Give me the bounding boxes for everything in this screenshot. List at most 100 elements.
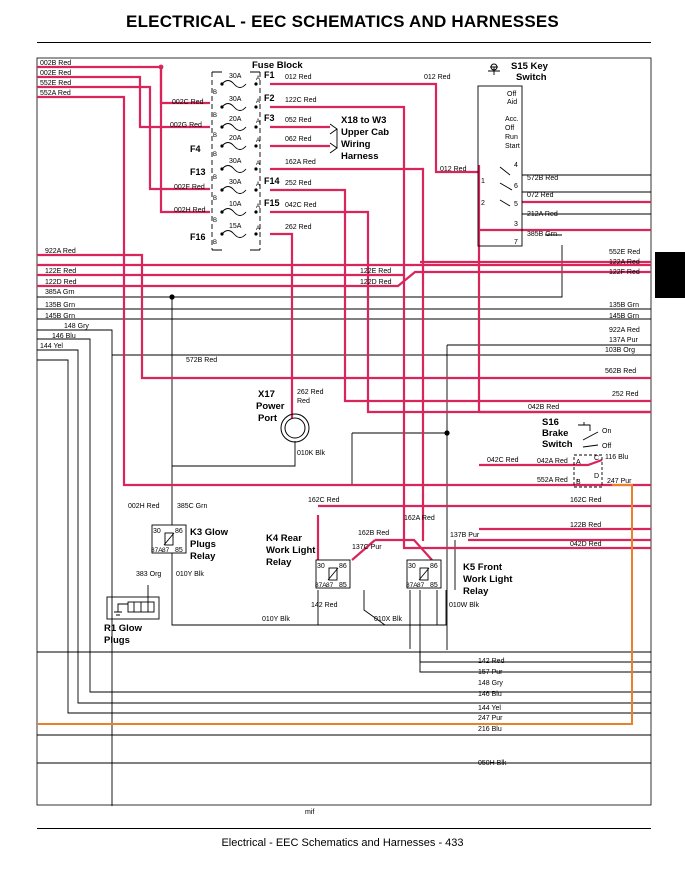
fuse-amp: 30A xyxy=(229,96,242,103)
svg-text:X17: X17 xyxy=(258,389,275,400)
svg-text:30: 30 xyxy=(317,563,325,570)
svg-text:86: 86 xyxy=(175,528,183,535)
s15-off2: Off xyxy=(505,125,514,132)
svg-text:137A Pur: 137A Pur xyxy=(609,337,638,344)
fuse-id: F15 xyxy=(264,198,280,208)
section-tab xyxy=(655,252,685,298)
fuse-amp: 20A xyxy=(229,116,242,123)
svg-text:87A: 87A xyxy=(315,582,327,589)
svg-text:4: 4 xyxy=(514,162,518,169)
svg-text:042A Red: 042A Red xyxy=(537,458,568,465)
fuse-id: F14 xyxy=(264,176,280,186)
svg-text:162C Red: 162C Red xyxy=(570,497,602,504)
svg-text:042D Red: 042D Red xyxy=(570,541,602,548)
svg-text:Wiring: Wiring xyxy=(341,139,371,150)
svg-text:Off: Off xyxy=(602,443,611,450)
svg-text:A: A xyxy=(256,99,260,105)
svg-text:145B Grn: 145B Grn xyxy=(609,313,639,320)
svg-text:922A Red: 922A Red xyxy=(45,248,76,255)
svg-text:072 Red: 072 Red xyxy=(527,192,554,199)
svg-text:3: 3 xyxy=(514,221,518,228)
brake-switch xyxy=(573,422,603,488)
svg-text:Relay: Relay xyxy=(463,586,489,597)
svg-text:85: 85 xyxy=(430,582,438,589)
svg-text:148 Gry: 148 Gry xyxy=(478,680,503,687)
svg-text:122D Red: 122D Red xyxy=(45,279,77,286)
svg-text:216 Blu: 216 Blu xyxy=(478,726,502,733)
svg-text:137C Pur: 137C Pur xyxy=(352,544,382,551)
svg-text:30: 30 xyxy=(153,528,161,535)
svg-text:162B Red: 162B Red xyxy=(358,530,389,537)
svg-text:Plugs: Plugs xyxy=(104,635,130,646)
key-switch xyxy=(477,63,523,247)
svg-text:A: A xyxy=(256,161,260,167)
svg-text:87: 87 xyxy=(326,582,334,589)
svg-text:002H Red: 002H Red xyxy=(174,207,206,214)
fuse-id: F13 xyxy=(190,167,206,177)
svg-text:042B Red: 042B Red xyxy=(528,404,559,411)
svg-text:144 Yel: 144 Yel xyxy=(478,705,501,712)
s15-run: Run xyxy=(505,134,518,141)
svg-text:A: A xyxy=(256,226,260,232)
svg-text:86: 86 xyxy=(339,563,347,570)
page-footer: Electrical - EEC Schematics and Harnesse… xyxy=(221,837,464,849)
svg-text:142 Red: 142 Red xyxy=(478,658,505,665)
svg-text:A: A xyxy=(256,182,260,188)
svg-text:B: B xyxy=(213,90,217,96)
svg-text:010X Blk: 010X Blk xyxy=(374,616,403,623)
svg-text:1: 1 xyxy=(481,178,485,185)
svg-text:146 Blu: 146 Blu xyxy=(478,691,502,698)
fuse-id: F16 xyxy=(190,232,206,242)
svg-text:103B Org: 103B Org xyxy=(605,347,635,354)
s15-start: Start xyxy=(505,143,520,150)
svg-text:252 Red: 252 Red xyxy=(612,391,639,398)
fuse-amp: 30A xyxy=(229,158,242,165)
fuse-amp: 20A xyxy=(229,135,242,142)
svg-text:122E Red: 122E Red xyxy=(45,268,76,275)
svg-text:002F Red: 002F Red xyxy=(174,184,205,191)
fuse-amp: 30A xyxy=(229,179,242,186)
glow-plugs xyxy=(106,585,160,620)
fuse-wire: 122C Red xyxy=(285,97,317,104)
fuse-amp: 30A xyxy=(229,73,242,80)
fuse-block xyxy=(211,71,261,251)
svg-text:552A Red: 552A Red xyxy=(537,477,568,484)
svg-text:122B Red: 122B Red xyxy=(570,522,601,529)
svg-text:87: 87 xyxy=(162,547,170,554)
svg-text:122D Red: 122D Red xyxy=(360,279,392,286)
x18-connector xyxy=(329,123,338,154)
svg-text:122A Red: 122A Red xyxy=(609,259,640,266)
svg-text:262 Red: 262 Red xyxy=(297,389,324,396)
svg-text:B: B xyxy=(213,133,217,139)
svg-text:247 Pur: 247 Pur xyxy=(607,478,632,485)
svg-text:K5 Front: K5 Front xyxy=(463,562,503,573)
svg-text:86: 86 xyxy=(430,563,438,570)
svg-text:012 Red: 012 Red xyxy=(424,74,451,81)
fuse-id: F1 xyxy=(264,70,275,80)
svg-text:87A: 87A xyxy=(406,582,418,589)
svg-text:7: 7 xyxy=(514,239,518,246)
svg-text:135B Grn: 135B Grn xyxy=(609,302,639,309)
svg-text:137B Pur: 137B Pur xyxy=(450,532,480,539)
svg-text:85: 85 xyxy=(175,547,183,554)
svg-text:X18 to W3: X18 to W3 xyxy=(341,115,386,126)
svg-text:B: B xyxy=(213,113,217,119)
s15-title: S15 Key xyxy=(511,61,549,72)
svg-text:A: A xyxy=(256,204,260,210)
svg-text:B: B xyxy=(213,152,217,158)
svg-text:B: B xyxy=(576,479,581,486)
svg-text:On: On xyxy=(602,428,611,435)
svg-text:5: 5 xyxy=(514,201,518,208)
svg-text:87: 87 xyxy=(417,582,425,589)
svg-text:B: B xyxy=(213,218,217,224)
svg-text:572B Red: 572B Red xyxy=(527,175,558,182)
fuse-id: F3 xyxy=(264,113,275,123)
svg-text:157 Pur: 157 Pur xyxy=(478,669,503,676)
svg-text:D: D xyxy=(594,473,599,480)
header-rule xyxy=(37,42,651,43)
svg-text:010W Blk: 010W Blk xyxy=(449,602,479,609)
svg-text:B: B xyxy=(213,175,217,181)
s15-off: Off xyxy=(507,91,516,98)
